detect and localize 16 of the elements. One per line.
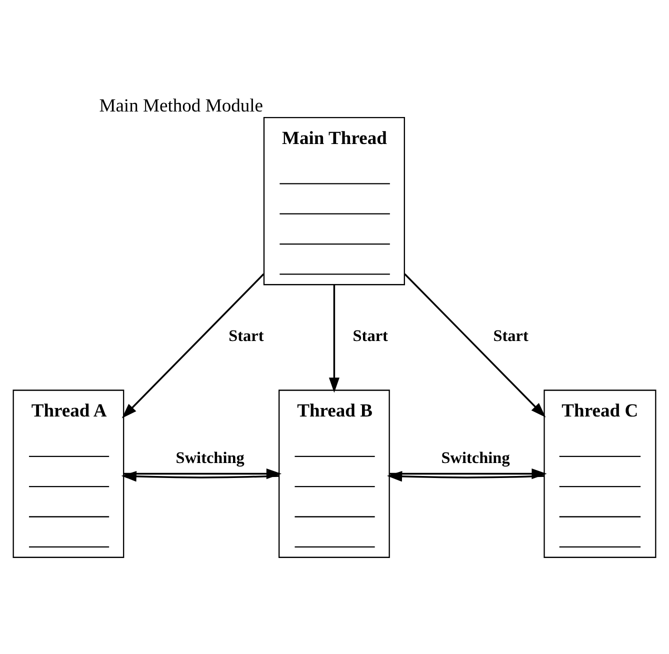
- arrow: [122, 273, 264, 418]
- arrow: [390, 468, 547, 480]
- node-box: Thread B: [278, 390, 390, 558]
- edge-label: Start: [352, 327, 388, 346]
- edge-label: Start: [228, 327, 264, 346]
- node-box: Thread A: [12, 390, 124, 558]
- arrow: [121, 471, 279, 482]
- edge-label: Start: [493, 327, 528, 346]
- node-box: Thread C: [544, 390, 656, 558]
- arrow: [386, 471, 544, 482]
- edge-label: Switching: [176, 449, 244, 468]
- node-box: Main Thread: [263, 116, 405, 286]
- node-label: Main Method Module: [99, 95, 264, 116]
- edge-label: Switching: [441, 449, 510, 468]
- arrow: [404, 273, 546, 418]
- arrow: [328, 284, 340, 393]
